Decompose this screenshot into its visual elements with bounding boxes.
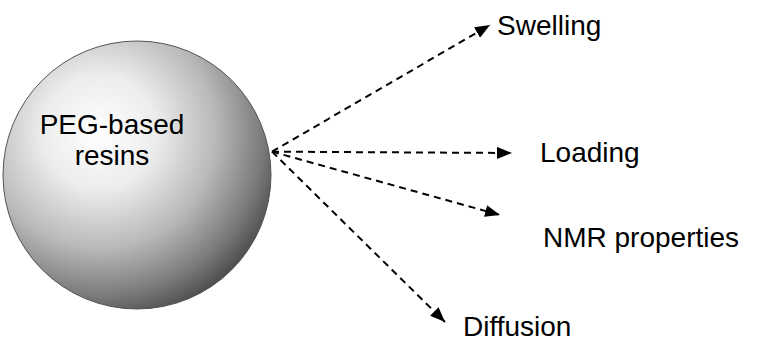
dashed-arrow (272, 152, 512, 153)
property-text: Diffusion (463, 311, 571, 342)
property-label: Loading (540, 137, 640, 168)
property-label: Diffusion (463, 311, 571, 342)
property-label: Swelling (497, 10, 601, 41)
resin-sphere: PEG-based resins (2, 40, 272, 310)
property-label: NMR properties (543, 222, 739, 253)
sphere-shape (2, 40, 272, 310)
dashed-arrow (272, 152, 500, 215)
property-text: Loading (540, 137, 640, 168)
sphere-circle (3, 41, 271, 309)
property-text: Swelling (497, 10, 601, 41)
property-text: NMR properties (543, 222, 739, 253)
sphere-label: PEG-based resins (17, 109, 207, 171)
dashed-arrow (272, 152, 445, 322)
dashed-arrow (272, 25, 490, 152)
